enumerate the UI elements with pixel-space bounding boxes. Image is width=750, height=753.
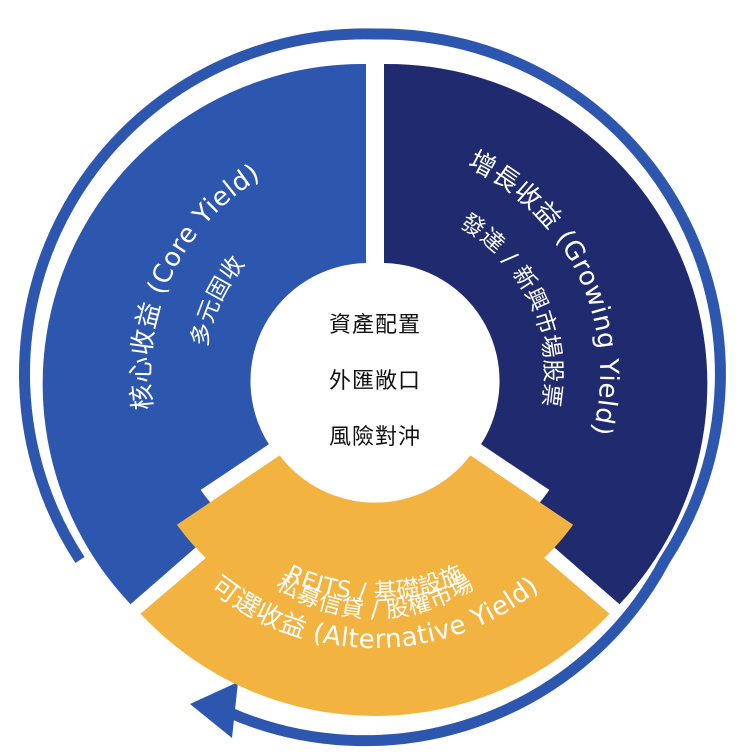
circular-arrow-icon bbox=[19, 28, 726, 747]
center-line-3: 風險對沖 bbox=[329, 425, 421, 450]
center-circle bbox=[259, 266, 491, 498]
alternative-yield-inner-sector bbox=[176, 455, 574, 626]
core-yield-inner-sector bbox=[128, 139, 366, 514]
center-line-1: 資產配置 bbox=[329, 313, 421, 338]
growing-yield-inner-sector bbox=[384, 139, 622, 514]
alternative-yield-segment bbox=[140, 455, 610, 716]
core-yield-segment bbox=[42, 63, 367, 605]
growing-yield-segment bbox=[384, 63, 708, 605]
center-line-2: 外匯敞口 bbox=[329, 369, 421, 394]
